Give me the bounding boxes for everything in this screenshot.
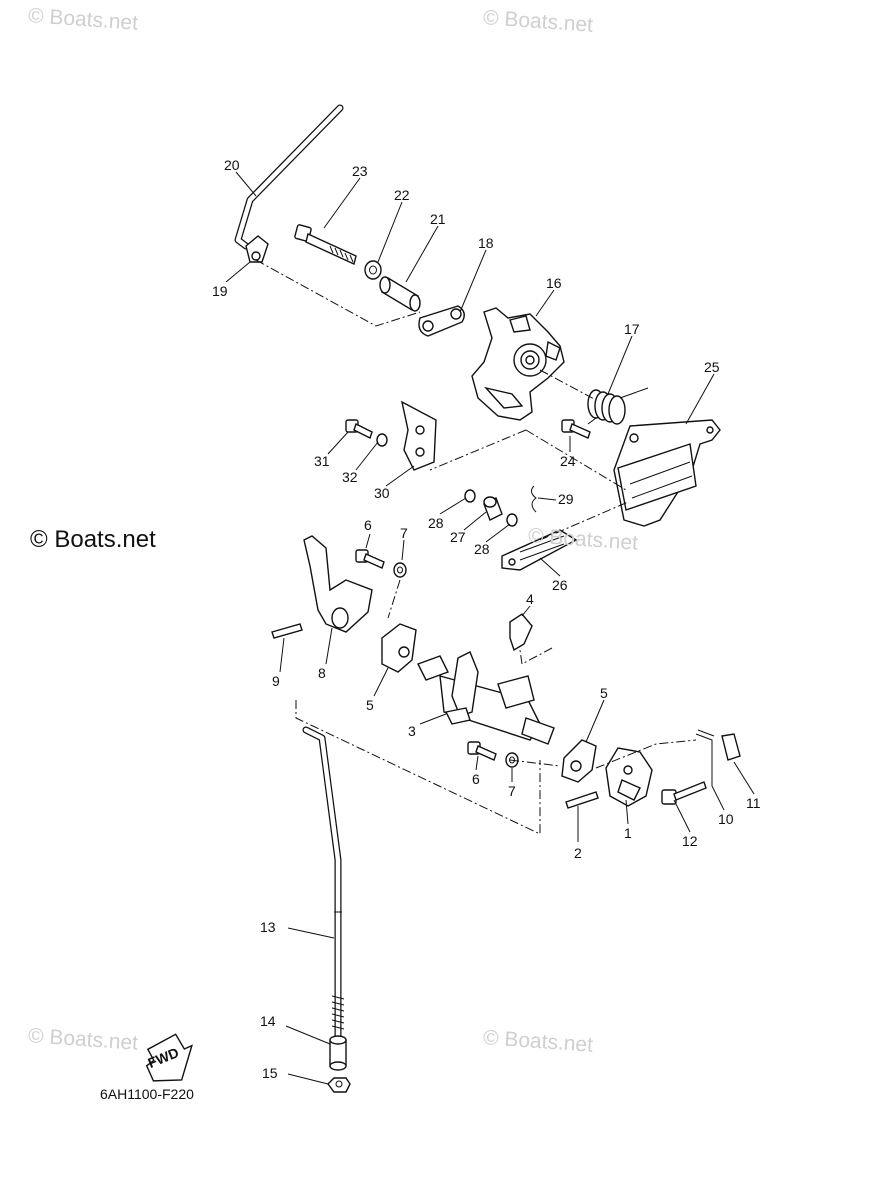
callout-20: 20 — [224, 157, 240, 173]
part-7-washer — [393, 562, 407, 578]
callout-22: 22 — [394, 187, 410, 203]
callout-15: 15 — [262, 1065, 278, 1081]
callout-11: 11 — [746, 795, 761, 811]
part-22-washer — [364, 260, 382, 280]
part-26-slider — [501, 529, 578, 571]
callout-12: 12 — [682, 833, 698, 849]
callout-10: 10 — [718, 811, 734, 827]
diagram-code: 6AH1100-F220 — [100, 1086, 194, 1102]
part-2-pin — [565, 791, 599, 809]
callout-5: 5 — [600, 685, 608, 701]
callout-23: 23 — [352, 163, 368, 179]
part-16-throttle-cam — [471, 307, 565, 421]
leader-lines — [225, 171, 755, 1085]
part-15-nut — [327, 1077, 351, 1093]
callout-19: 19 — [212, 283, 228, 299]
part-6-bolt — [355, 549, 385, 569]
callout-3: 3 — [408, 723, 416, 739]
part-19-joint — [245, 235, 269, 263]
part-11-tab — [721, 733, 741, 761]
part-3-shift-shaft — [417, 651, 555, 745]
part-1-lever — [605, 747, 653, 807]
callout-5: 5 — [366, 697, 374, 713]
part-28-washer — [506, 513, 518, 527]
part-32-washer — [376, 433, 388, 447]
callout-7: 7 — [400, 525, 408, 541]
part-23-bolt — [294, 224, 357, 265]
callout-14: 14 — [260, 1013, 276, 1029]
callout-2: 2 — [574, 845, 582, 861]
part-20-link-rod — [234, 104, 344, 250]
callout-17: 17 — [624, 321, 640, 337]
assembly-lines — [255, 259, 697, 835]
callout-32: 32 — [342, 469, 358, 485]
callout-29: 29 — [558, 491, 574, 507]
callout-16: 16 — [546, 275, 562, 291]
part-6-bolt — [467, 741, 497, 761]
callout-8: 8 — [318, 665, 326, 681]
part-14-coupler — [329, 1035, 347, 1071]
callout-25: 25 — [704, 359, 720, 375]
callout-13: 13 — [260, 919, 276, 935]
callout-28: 28 — [428, 515, 444, 531]
part-28-washer — [464, 489, 476, 503]
callout-9: 9 — [272, 673, 280, 689]
part-31-bolt — [345, 419, 373, 439]
callout-1: 1 — [624, 825, 632, 841]
part-9-pin — [271, 623, 303, 639]
part-27-collar — [483, 496, 503, 521]
part-18-link-plate — [418, 305, 465, 337]
callout-6: 6 — [472, 771, 480, 787]
part-5-joint — [381, 623, 417, 673]
callout-30: 30 — [374, 485, 390, 501]
part-4-clip — [509, 613, 533, 652]
callout-labels: 20 23 22 21 18 19 16 17 25 31 32 30 24 2… — [212, 157, 761, 1081]
part-12-bolt — [661, 781, 707, 805]
callout-28: 28 — [474, 541, 490, 557]
part-30-plate — [401, 400, 437, 471]
fwd-arrow: FWD — [146, 1033, 193, 1082]
callout-21: 21 — [430, 211, 446, 227]
callout-24: 24 — [560, 453, 576, 469]
callout-27: 27 — [450, 529, 466, 545]
part-21-collar — [379, 276, 421, 312]
callout-26: 26 — [552, 577, 568, 593]
callout-4: 4 — [526, 591, 534, 607]
watermark: © Boats.net — [30, 526, 156, 553]
part-24-bolt — [561, 419, 591, 439]
part-25-bracket — [613, 419, 721, 527]
part-17-spring — [587, 387, 649, 425]
part-8-lever — [303, 535, 373, 633]
part-29-clip — [530, 485, 537, 513]
part-5-joint — [561, 739, 597, 783]
part-13-shift-rod — [302, 726, 345, 1044]
part-10-spring-plate — [695, 729, 715, 786]
callout-7: 7 — [508, 783, 516, 799]
callout-31: 31 — [314, 453, 330, 469]
callout-18: 18 — [478, 235, 494, 251]
callout-6: 6 — [364, 517, 372, 533]
